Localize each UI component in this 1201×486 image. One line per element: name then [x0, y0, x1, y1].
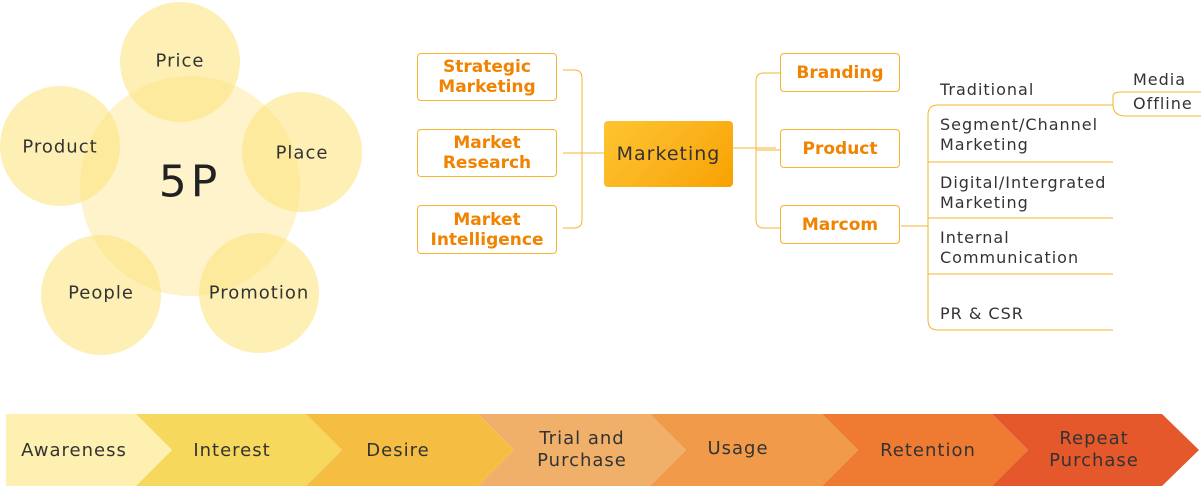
promotion-circle [199, 233, 319, 353]
stage-awareness-label: Awareness [21, 440, 127, 461]
digital-integrated-item: Digital/Intergrated Marketing [940, 173, 1107, 212]
stage-interest-label: Interest [193, 440, 271, 461]
place-label: Place [275, 142, 329, 164]
people-label: People [68, 282, 134, 304]
promotion-label: Promotion [208, 282, 310, 304]
stage-trial-label: Trial and Purchase [537, 428, 627, 471]
strategic-marketing-node: Strategic Marketing [417, 53, 557, 101]
people-circle [41, 235, 161, 355]
internal-communication-item: Internal Communication [940, 228, 1080, 267]
stage-usage-shape [650, 414, 858, 486]
branding-node: Branding [780, 53, 900, 92]
place-circle [242, 92, 362, 212]
marcom-node: Marcom [780, 205, 900, 244]
five-p-title: 5P [158, 156, 222, 208]
price-circle [120, 2, 240, 122]
stage-trial-shape [478, 414, 686, 486]
product-node: Product [780, 129, 900, 168]
stage-usage-label: Usage [707, 438, 769, 459]
product-circle [0, 86, 120, 206]
offline-item: Offline [1133, 94, 1193, 113]
market-research-node: Market Research [417, 129, 557, 177]
stage-retention-shape [822, 414, 1028, 486]
stage-desire-shape [306, 414, 514, 486]
marketing-center-node: Marketing [604, 121, 733, 187]
product-label: Product [22, 136, 98, 158]
price-label: Price [155, 50, 205, 72]
stage-desire-label: Desire [366, 440, 430, 461]
traditional-item: Traditional [940, 80, 1035, 99]
stage-repeat-shape [992, 414, 1199, 486]
segment-channel-item: Segment/Channel Marketing [940, 115, 1099, 154]
stage-repeat-label: Repeat Purchase [1049, 428, 1139, 471]
market-intelligence-node: Market Intelligence [417, 205, 557, 254]
stage-retention-label: Retention [880, 440, 976, 461]
media-item: Media [1133, 70, 1187, 89]
stage-interest-shape [136, 414, 342, 486]
stage-awareness-shape [6, 414, 172, 486]
pr-csr-item: PR & CSR [940, 304, 1024, 323]
